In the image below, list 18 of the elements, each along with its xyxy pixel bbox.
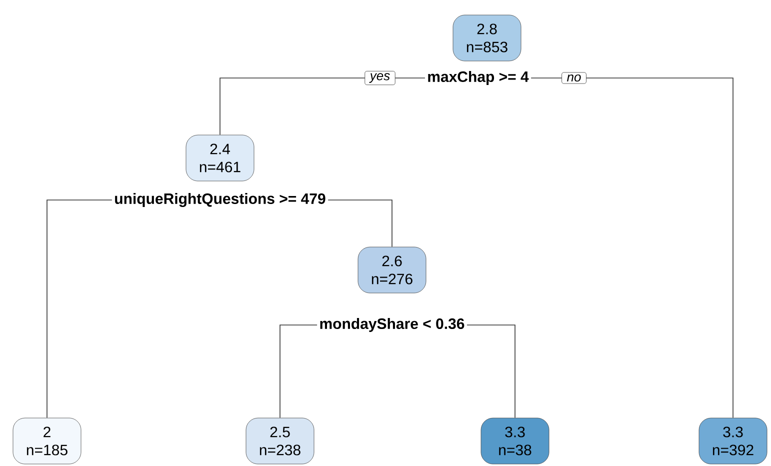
node-box: 2 n=185: [12, 418, 82, 464]
branch-line: [280, 324, 318, 418]
branch-line: [466, 324, 516, 418]
node-box: 2.4 n=461: [186, 134, 254, 182]
edge-label: yes: [364, 70, 396, 86]
node-box: 3.3 n=392: [698, 418, 768, 464]
branch-line: [530, 78, 734, 418]
split-label: mondayShare < 0.36: [320, 318, 464, 332]
node-box: 3.3 n=38: [480, 418, 550, 464]
node-box: 2.5 n=238: [246, 418, 314, 464]
split-label: uniqueRightQuestions >= 479: [115, 192, 326, 208]
branch-line: [328, 200, 392, 248]
edge-label: no: [562, 72, 586, 84]
node-box: 2.8 n=853: [452, 14, 522, 62]
branch-line: [46, 200, 112, 418]
branch-line: [220, 78, 426, 136]
node-box: 2.6 n=276: [358, 246, 426, 294]
split-label: maxChap >= 4: [428, 71, 529, 85]
